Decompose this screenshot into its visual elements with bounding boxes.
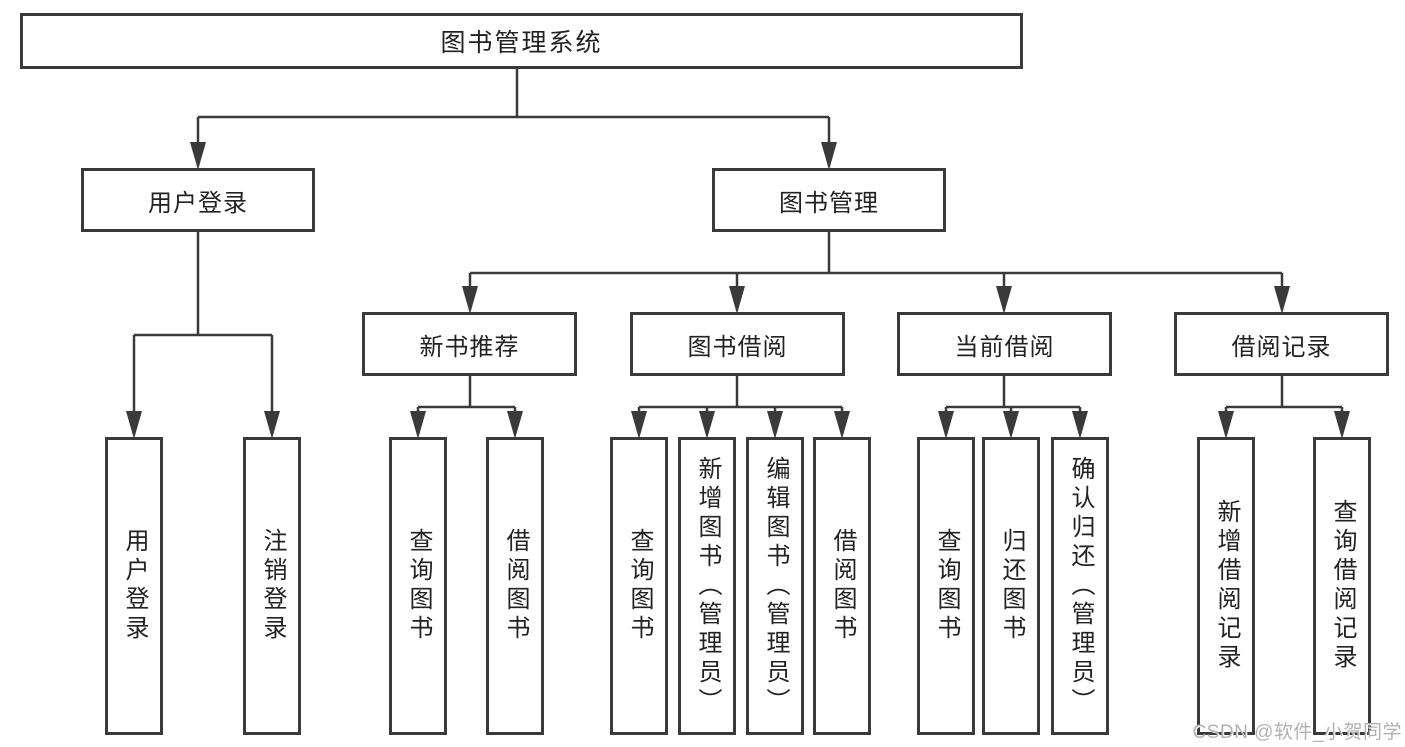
leaf-current-query-books: 查询图书 — [917, 437, 975, 735]
arrowhead-icon — [1072, 411, 1088, 439]
edge-borrow-record-children — [1224, 376, 1344, 433]
edge-user-login-children — [132, 232, 274, 433]
arrowheads — [126, 142, 1350, 439]
arrowhead-icon — [126, 411, 142, 439]
arrowhead-icon — [1334, 411, 1350, 439]
node-user-login: 用户登录 — [81, 168, 315, 232]
leaf-borrow-query-books: 查询图书 — [610, 437, 668, 735]
arrowhead-icon — [699, 411, 715, 439]
arrowhead-icon — [938, 411, 954, 439]
arrowhead-icon — [410, 411, 426, 439]
edge-root-to-level2 — [196, 69, 831, 166]
leaf-recommend-borrow-books: 借阅图书 — [486, 437, 544, 735]
leaf-borrow-edit-books-admin: 编辑图书（管理员） — [746, 437, 804, 735]
arrowhead-icon — [1218, 411, 1234, 439]
leaf-recommend-query-books: 查询图书 — [389, 437, 447, 735]
node-book-management: 图书管理 — [712, 168, 946, 232]
leaf-user-login: 用户登录 — [105, 437, 163, 735]
arrowhead-icon — [190, 142, 206, 170]
arrowhead-icon — [729, 286, 745, 314]
arrowhead-icon — [834, 411, 850, 439]
arrowhead-icon — [996, 286, 1012, 314]
arrowhead-icon — [1274, 286, 1290, 314]
edge-new-book-children — [416, 376, 517, 433]
leaf-records-query-borrow-record: 查询借阅记录 — [1313, 437, 1371, 735]
node-current-borrow: 当前借阅 — [897, 312, 1112, 376]
leaf-records-add-borrow-record: 新增借阅记录 — [1197, 437, 1255, 735]
node-new-book-recommend: 新书推荐 — [362, 312, 577, 376]
edge-book-mgmt-children — [468, 232, 1284, 310]
leaf-borrow-borrow-books: 借阅图书 — [813, 437, 871, 735]
edge-book-borrow-children — [637, 376, 844, 433]
arrowhead-icon — [507, 411, 523, 439]
leaf-current-return-books: 归还图书 — [982, 437, 1040, 735]
node-book-borrow: 图书借阅 — [630, 312, 845, 376]
arrowhead-icon — [821, 142, 837, 170]
leaf-logout: 注销登录 — [243, 437, 301, 735]
leaf-current-confirm-return-admin: 确认归还（管理员） — [1051, 437, 1109, 735]
arrowhead-icon — [631, 411, 647, 439]
leaf-borrow-add-books-admin: 新增图书（管理员） — [678, 437, 736, 735]
arrowhead-icon — [264, 411, 280, 439]
tree-edges — [132, 69, 1344, 433]
arrowhead-icon — [462, 286, 478, 314]
arrowhead-icon — [1003, 411, 1019, 439]
node-book-management-system: 图书管理系统 — [20, 13, 1023, 69]
arrowhead-icon — [767, 411, 783, 439]
node-borrow-records: 借阅记录 — [1174, 312, 1389, 376]
